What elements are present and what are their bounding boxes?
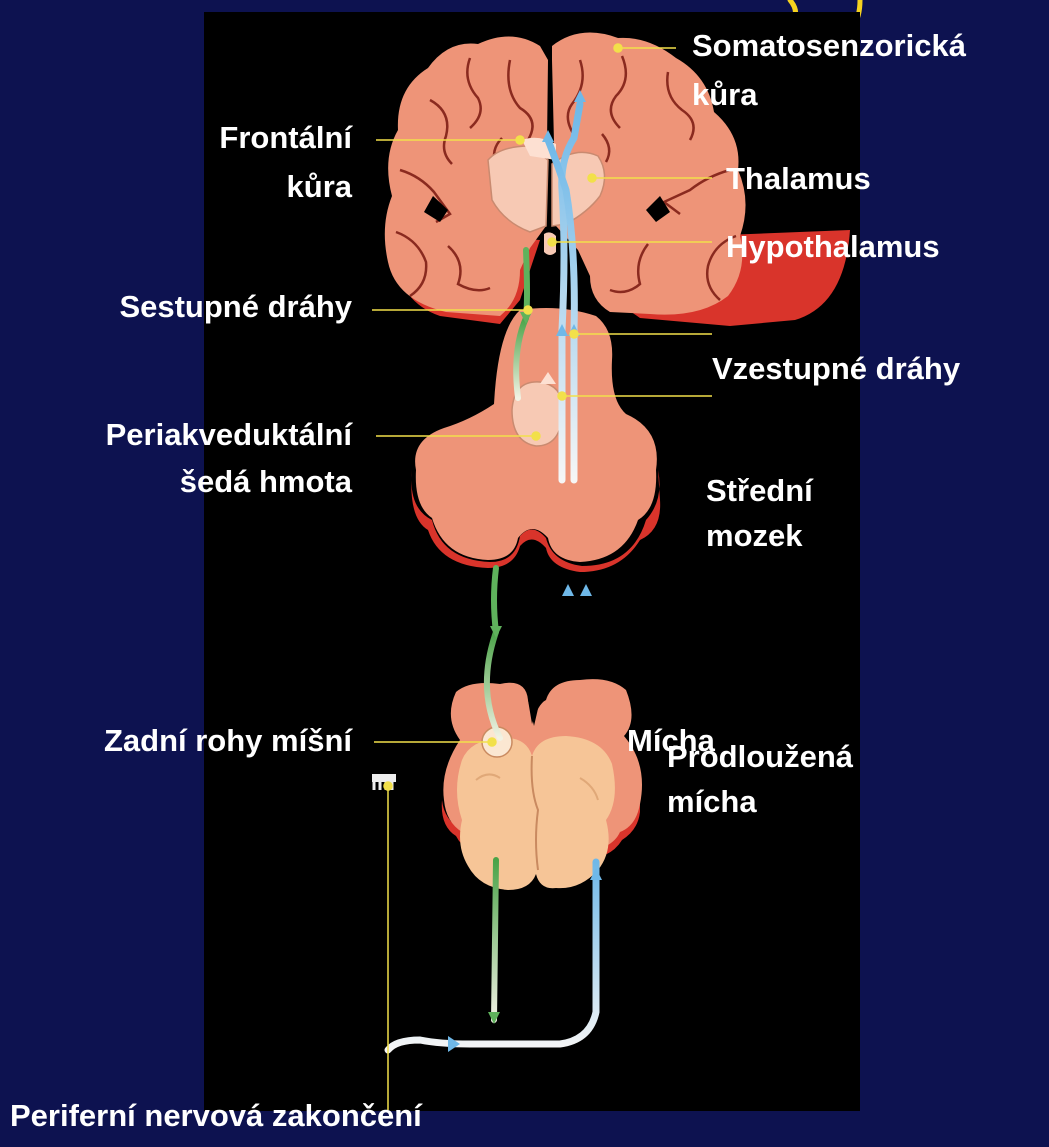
label-frontal-cortex-2: kůra: [287, 168, 352, 206]
label-periaqueductal-gray-2: šedá hmota: [180, 463, 352, 501]
label-spinal-cord: Mícha: [627, 722, 715, 760]
label-somatosensory-cortex-2: kůra: [692, 76, 757, 114]
label-periaqueductal-gray-1: Periakveduktální: [106, 416, 352, 454]
label-ascending-pathways: Vzestupné dráhy: [712, 350, 960, 388]
label-dorsal-horns: Zadní rohy míšní: [104, 722, 352, 760]
label-peripheral-nerve-endings: Periferní nervová zakončení: [10, 1097, 422, 1135]
label-somatosensory-cortex-1: Somatosenzorická: [692, 27, 966, 65]
label-descending-pathways: Sestupné dráhy: [119, 288, 352, 326]
label-frontal-cortex-1: Frontální: [219, 119, 352, 157]
label-hypothalamus: Hypothalamus: [726, 228, 940, 266]
label-midbrain-2: mozek: [706, 517, 802, 555]
label-medulla-2: mícha: [667, 783, 757, 821]
label-thalamus: Thalamus: [726, 160, 871, 198]
label-midbrain-1: Střední: [706, 472, 813, 510]
